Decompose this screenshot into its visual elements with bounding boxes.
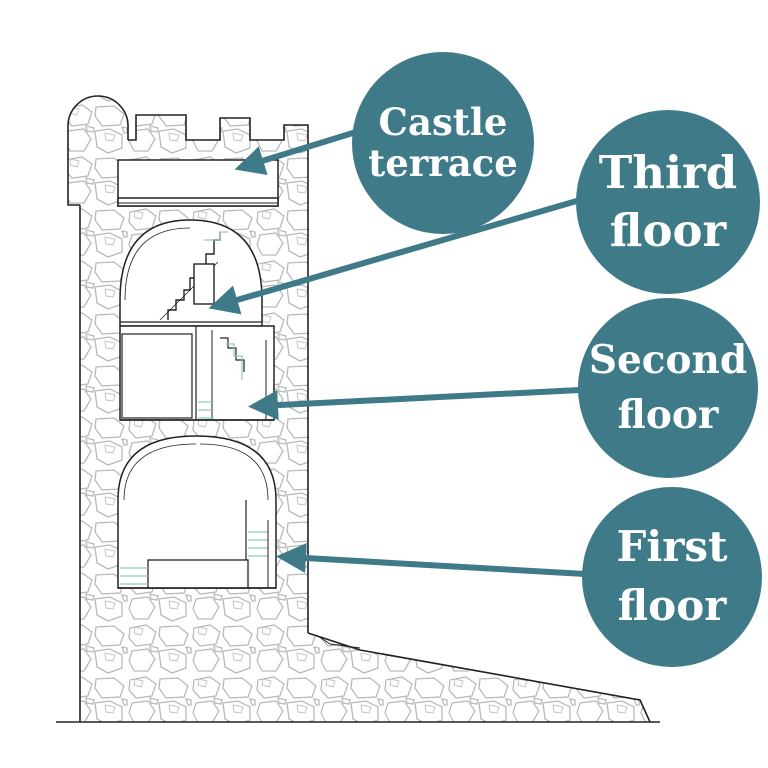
callout-text-line2: floor [609, 204, 727, 257]
callout-arrows [208, 129, 586, 577]
arrow-terrace [234, 129, 357, 176]
third-floor-room [119, 219, 263, 327]
callout-text-line1: Third [598, 146, 738, 200]
arrow-second [248, 387, 581, 421]
callout-first-floor: First floor [582, 487, 762, 667]
callout-text-line1: First [616, 522, 728, 572]
callout-second-floor: Second floor [578, 298, 758, 478]
callout-text-line1: Second [588, 337, 748, 384]
callout-third-floor: Third floor [576, 110, 760, 294]
callout-text-line2: floor [617, 392, 719, 438]
first-floor-room [117, 435, 277, 589]
arrow-first [276, 543, 586, 577]
terrace-section [117, 159, 279, 207]
second-floor-room [119, 325, 275, 421]
tower-outline [56, 95, 660, 723]
callout-text-line2: terrace [368, 141, 518, 185]
callout-text-line2: floor [617, 581, 727, 630]
arrow-third [208, 197, 581, 315]
callout-text-line1: Castle [378, 100, 508, 145]
callout-castle-terrace: Castle terrace [352, 52, 534, 234]
